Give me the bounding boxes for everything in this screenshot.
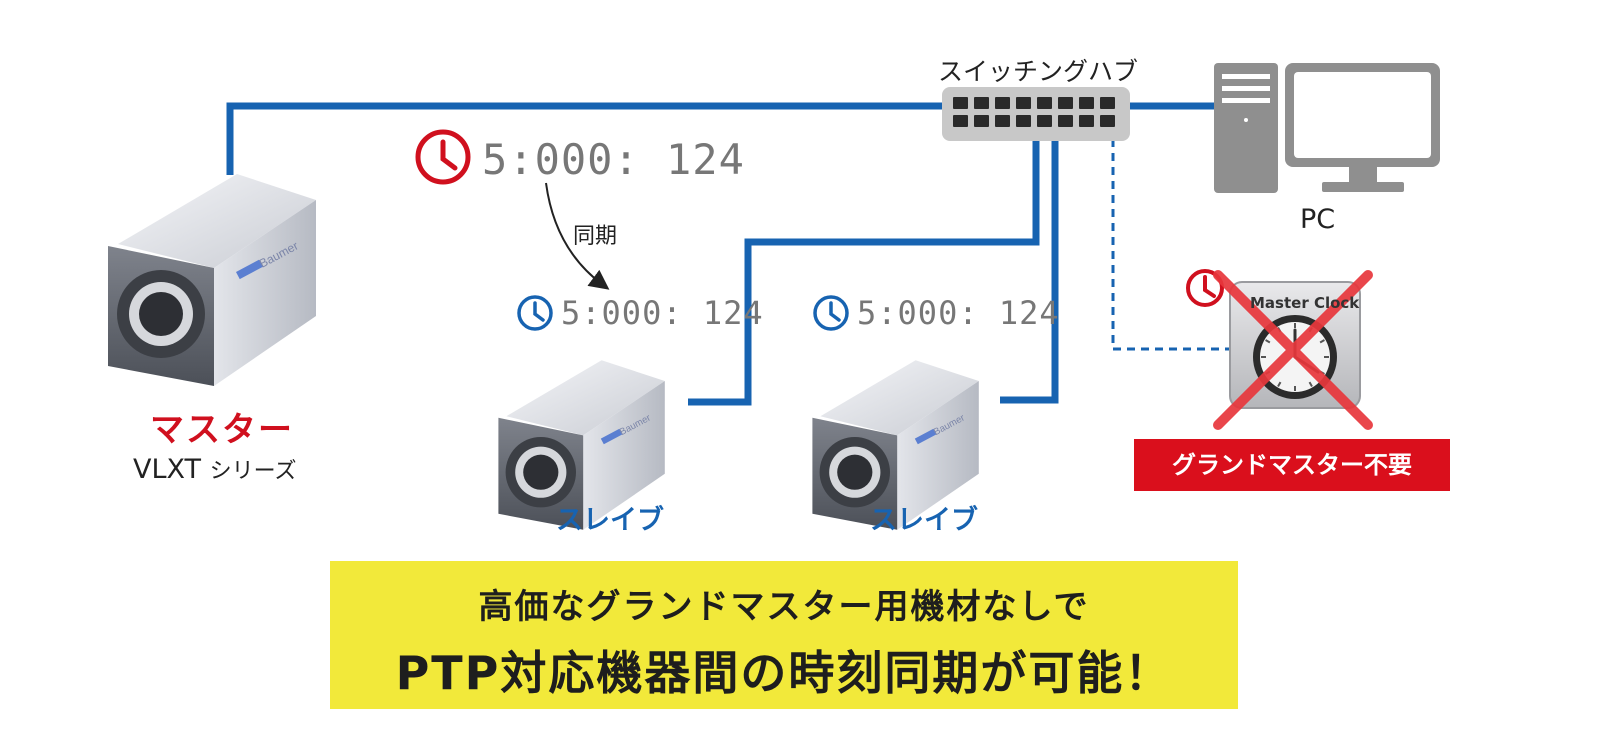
clock-tick xyxy=(1308,381,1313,387)
slave-2-label: スレイブ xyxy=(870,505,978,536)
hub-port xyxy=(1016,97,1031,109)
clock-icon-slave-1 xyxy=(517,295,553,331)
hub-port xyxy=(953,115,968,127)
clock-tick xyxy=(1265,339,1271,344)
hub-port xyxy=(974,97,989,109)
hub-port xyxy=(953,97,968,109)
master-label: マスター xyxy=(150,410,294,450)
pc-icon xyxy=(1214,63,1440,193)
slave-1-time-display: 5:000: 124 xyxy=(561,294,764,332)
master-camera-icon: Baumer xyxy=(108,174,316,386)
cable-hub-to-slave1 xyxy=(688,120,1040,406)
hub-port xyxy=(995,115,1010,127)
hub-port xyxy=(1100,115,1115,127)
master-time-display: 5:000: 124 xyxy=(482,135,745,184)
switching-hub-label: スイッチングハブ xyxy=(938,57,1139,86)
slave-camera-2-icon: Baumer xyxy=(812,360,979,530)
series-suffix: シリーズ xyxy=(209,459,297,484)
network-cables xyxy=(226,102,1215,406)
hub-port xyxy=(1100,97,1115,109)
hub-port xyxy=(1079,115,1094,127)
clock-icon-master-clock xyxy=(1186,269,1224,307)
clock-icon-master xyxy=(415,129,471,185)
series-model: VLXT xyxy=(133,454,202,485)
prohibited-cross-icon xyxy=(1213,270,1373,430)
hub-port xyxy=(1037,97,1052,109)
hub-port xyxy=(1016,115,1031,127)
hub-port xyxy=(1079,97,1094,109)
banner-line-2: PTP対応機器間の時刻同期が可能！ xyxy=(395,646,1173,700)
hub-port xyxy=(995,97,1010,109)
cable-master-to-hub xyxy=(226,102,945,175)
hub-port xyxy=(1058,97,1073,109)
clock-icon-slave-2 xyxy=(813,295,849,331)
slave-camera-1-icon: Baumer xyxy=(498,360,665,530)
hub-port xyxy=(974,115,989,127)
pc-label: PC xyxy=(1300,204,1336,235)
cable-hub-to-master-clock xyxy=(1111,125,1230,351)
hub-port xyxy=(1058,115,1073,127)
master-series-label: VLXT シリーズ xyxy=(133,453,297,485)
clock-tick xyxy=(1277,381,1282,387)
switching-hub-icon xyxy=(942,87,1130,141)
hub-port xyxy=(1037,115,1052,127)
slave-2-time-display: 5:000: 124 xyxy=(857,294,1060,332)
cable-hub-to-slave2 xyxy=(1000,120,1059,404)
banner-line-1: 高価なグランドマスター用機材なしで xyxy=(478,587,1090,627)
master-clock-label: Master Clock xyxy=(1250,294,1360,312)
sync-arrow xyxy=(545,182,610,290)
clock-tick xyxy=(1319,339,1325,344)
no-grandmaster-text: グランドマスター不要 xyxy=(1172,451,1412,479)
sync-label: 同期 xyxy=(573,224,618,249)
no-grandmaster-badge xyxy=(1134,439,1450,491)
slave-1-label: スレイブ xyxy=(556,505,664,536)
summary-banner: 高価なグランドマスター用機材なしで PTP対応機器間の時刻同期が可能！ xyxy=(330,561,1238,709)
